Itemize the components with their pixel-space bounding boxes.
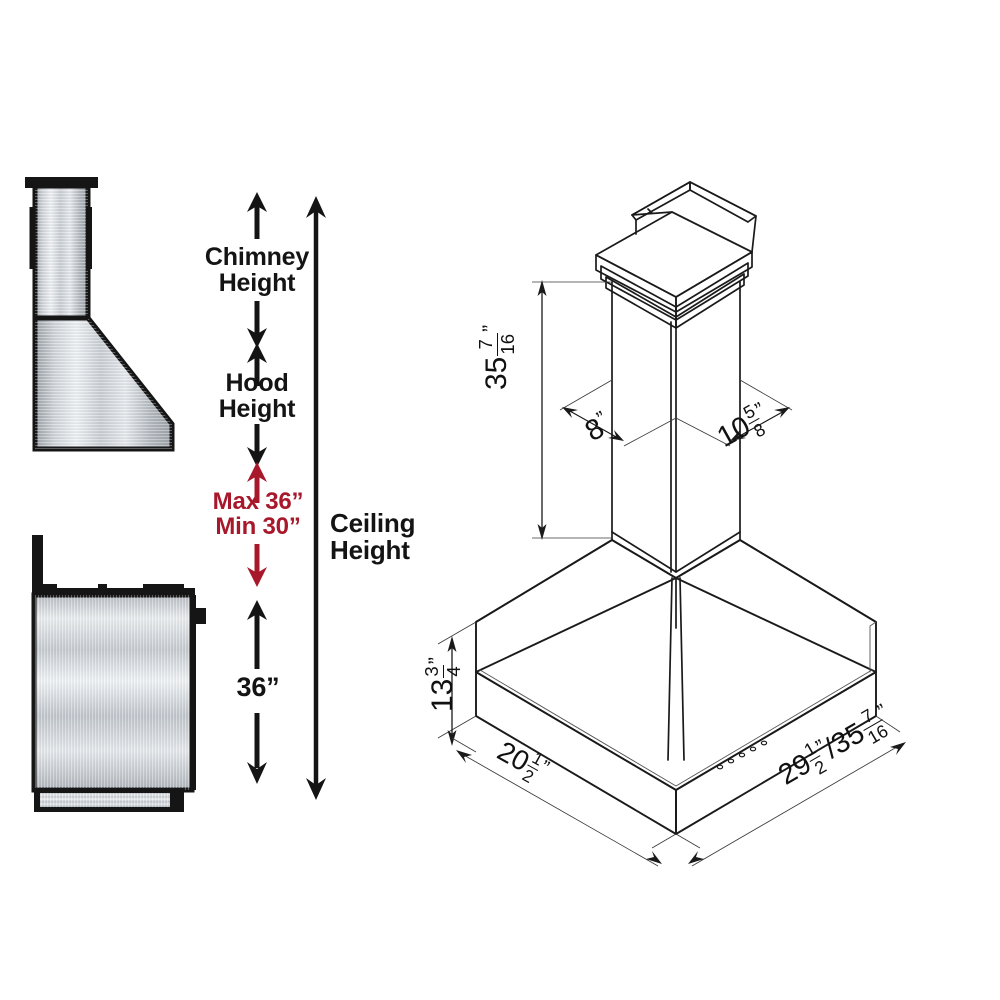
chimney-height-arrow-down [240, 300, 274, 348]
ceiling-height-label: Ceiling Height [330, 508, 416, 566]
ceiling-height-arrow [298, 196, 334, 800]
hood-isometric-drawing [400, 160, 1000, 867]
hood-side-view [22, 172, 202, 462]
hood-top-view [14, 532, 214, 824]
hood-height-label: Hood Height [218, 369, 296, 423]
hood-height-arrow-down [240, 423, 274, 467]
hood-control-buttons [716, 740, 768, 770]
counter-height-label: 36” [236, 672, 280, 702]
chimney-height-arrow-up [240, 192, 274, 240]
chimney-height-label: Chimney Height [204, 243, 310, 297]
hood-height-arrow-up [240, 343, 274, 387]
counter-height-arrow-up [240, 600, 274, 670]
clearance-arrow-down [240, 543, 274, 587]
clearance-min-label: Min 30” [215, 513, 301, 540]
counter-height-arrow-down [240, 712, 274, 784]
clearance-max-label: Max 36” [212, 488, 304, 515]
clearance-arrow-up [240, 462, 274, 504]
